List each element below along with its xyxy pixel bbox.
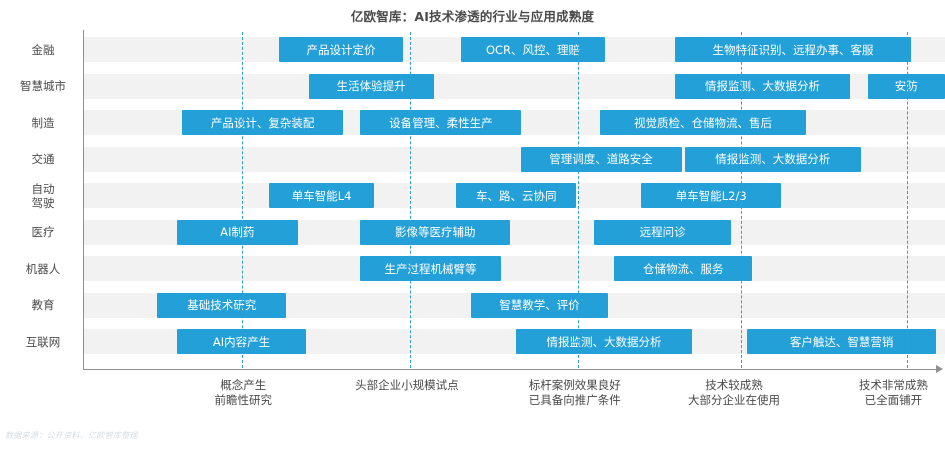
y-axis-label-智慧城市: 智慧城市 <box>4 79 82 93</box>
stage-label-line1: 技术非常成熟 <box>858 378 928 392</box>
stage-label-line1: 标杆案例效果良好 <box>528 378 621 392</box>
maturity-bar[interactable]: AI内容产生 <box>176 329 307 354</box>
maturity-bar[interactable]: 产品设计、复杂装配 <box>182 110 344 135</box>
maturity-bar[interactable]: 情报监测、大数据分析 <box>516 329 692 354</box>
maturity-bar[interactable]: 情报监测、大数据分析 <box>674 73 851 99</box>
maturity-bar[interactable]: 生物特征识别、远程办事、客服 <box>674 37 912 62</box>
maturity-bar[interactable]: 生活体验提升 <box>308 73 434 99</box>
gridline <box>578 32 580 368</box>
gridline <box>907 32 909 368</box>
y-axis-label-机器人: 机器人 <box>4 262 82 276</box>
x-axis-stage-label: 技术较成熟大部分企业在使用 <box>639 378 829 408</box>
y-axis-label-line: 制造 <box>31 115 55 130</box>
y-axis-label-互联网: 互联网 <box>4 335 82 349</box>
y-axis-label-line: 教育 <box>31 298 55 312</box>
maturity-bar[interactable]: 单车智能L2/3 <box>641 183 782 208</box>
stage-label-line2: 前瞻性研究 <box>214 393 273 407</box>
maturity-bar[interactable]: AI制药 <box>176 219 298 245</box>
y-axis-line <box>83 30 84 370</box>
x-axis-stage-label: 技术非常成熟已全面铺开 <box>798 378 945 408</box>
y-axis-label-教育: 教育 <box>4 298 82 312</box>
maturity-bar[interactable]: OCR、风控、理赔 <box>461 37 605 62</box>
y-axis-label-金融: 金融 <box>4 43 82 57</box>
stage-label-line2: 已具备向推广条件 <box>528 393 621 407</box>
maturity-bar[interactable]: 视觉质检、仓储物流、售后 <box>599 110 807 135</box>
page-title: 亿欧智库：AI技术渗透的行业与应用成熟度 <box>350 9 595 24</box>
maturity-bar[interactable]: 生产过程机械臂等 <box>360 256 501 281</box>
maturity-bar[interactable]: 基础技术研究 <box>157 292 287 318</box>
y-axis-label-line: 驾驶 <box>31 195 55 210</box>
x-axis-stage-label: 标杆案例效果良好已具备向推广条件 <box>480 378 670 408</box>
stage-label-line1: 技术较成熟 <box>705 378 763 392</box>
gridline <box>740 32 742 368</box>
y-axis-label-自动驾驶: 自动驾驶 <box>4 182 82 210</box>
maturity-bar[interactable]: 产品设计定价 <box>278 37 404 62</box>
y-axis-label-制造: 制造 <box>4 116 82 130</box>
y-axis-label-line: 自动 <box>31 181 55 196</box>
x-axis-arrow-icon <box>936 365 943 373</box>
maturity-bar[interactable]: 影像等医疗辅助 <box>360 219 511 245</box>
y-axis-label-line: 机器人 <box>25 261 61 276</box>
stage-label-line2: 大部分企业在使用 <box>688 393 781 407</box>
maturity-bar[interactable]: 设备管理、柔性生产 <box>360 110 522 135</box>
y-axis-label-line: 交通 <box>31 152 55 166</box>
y-axis-label-医疗: 医疗 <box>4 225 82 239</box>
x-axis-stage-label: 概念产生前瞻性研究 <box>148 378 338 408</box>
maturity-bar[interactable]: 车、路、云协同 <box>455 183 577 208</box>
gridline <box>410 32 412 368</box>
stage-label-line1: 头部企业小规模试点 <box>355 378 459 392</box>
maturity-bar[interactable]: 智慧教学、评价 <box>470 292 609 318</box>
maturity-bar[interactable]: 情报监测、大数据分析 <box>684 146 861 172</box>
row-band <box>84 256 945 281</box>
source-note: 数据来源：公开资料、亿欧智库整理 <box>5 431 138 440</box>
maturity-bar[interactable]: 单车智能L4 <box>269 183 375 208</box>
y-axis-label-line: 互联网 <box>25 334 61 349</box>
maturity-bar[interactable]: 客户触达、智慧营销 <box>746 329 937 354</box>
stage-label-line1: 概念产生 <box>220 378 267 392</box>
stage-label-line2: 已全面铺开 <box>864 393 923 407</box>
gridline <box>242 32 244 368</box>
y-axis-label-line: 医疗 <box>31 225 55 239</box>
maturity-bar[interactable]: 仓储物流、服务 <box>614 256 753 281</box>
x-axis-line <box>83 369 938 370</box>
maturity-bar[interactable]: 管理调度、道路安全 <box>520 146 682 172</box>
maturity-bar[interactable]: 安防 <box>867 73 945 99</box>
maturity-bar[interactable]: 远程问诊 <box>593 219 732 245</box>
y-axis-label-line: 金融 <box>31 42 55 57</box>
y-axis-label-交通: 交通 <box>4 152 82 166</box>
y-axis-label-line: 智慧城市 <box>20 79 66 93</box>
x-axis-stage-label: 头部企业小规模试点 <box>312 378 502 393</box>
